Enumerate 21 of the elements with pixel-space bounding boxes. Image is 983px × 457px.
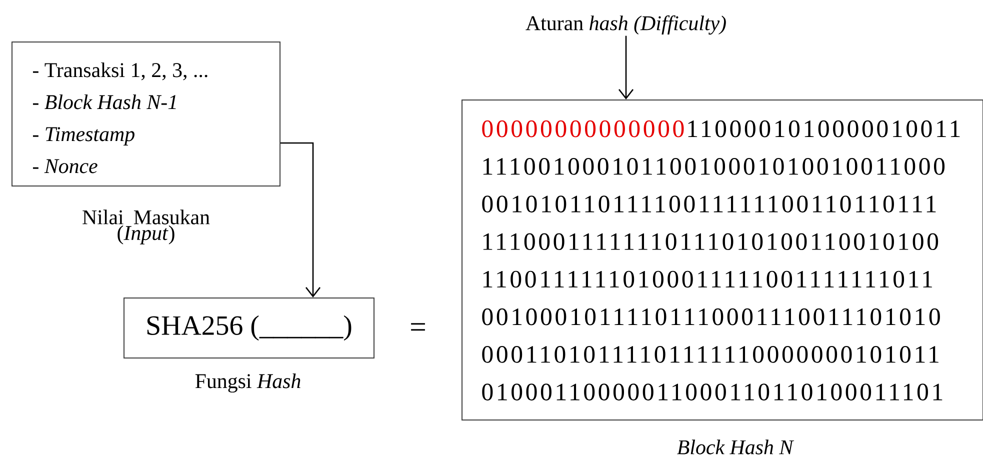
node-label: Fungsi Hash [195, 373, 300, 393]
arrow [280, 142, 321, 298]
input-item: - Transaksi 1, 2, 3, ... [32, 62, 208, 80]
binary-digits: 11100011111110111010100110010100 [483, 233, 938, 250]
function-text: SHA256 (______) [147, 315, 352, 341]
equals-sign: = [411, 323, 425, 331]
input-item: - Nonce [32, 159, 98, 174]
binary-digits: 11001111110100011111001111111011 [483, 270, 932, 288]
input-item: - Timestamp [32, 127, 134, 146]
input-item: - Block Hash N-1 [32, 94, 176, 110]
rule-label: Aturan hash (Difficulty) [526, 15, 726, 35]
binary-digits: 01000110000011000110110100011101 [482, 384, 942, 400]
binary-digits: 1100001010000010011 [688, 120, 960, 138]
node-label: Block Hash N [677, 440, 794, 454]
node-label: Nilai Masukan (Input) [82, 210, 210, 244]
arrow [618, 36, 634, 100]
binary-digits: 00101011011110011111100110110111 [482, 196, 936, 212]
binary-digits: 00011010111101111110000000101011 [482, 346, 938, 363]
difficulty-zeros: 00000000000000 [482, 120, 684, 138]
binary-digits: 00100010111101110001110011101010 [482, 308, 940, 326]
binary-digits: 11100100010110010001010010011000 [483, 158, 945, 175]
